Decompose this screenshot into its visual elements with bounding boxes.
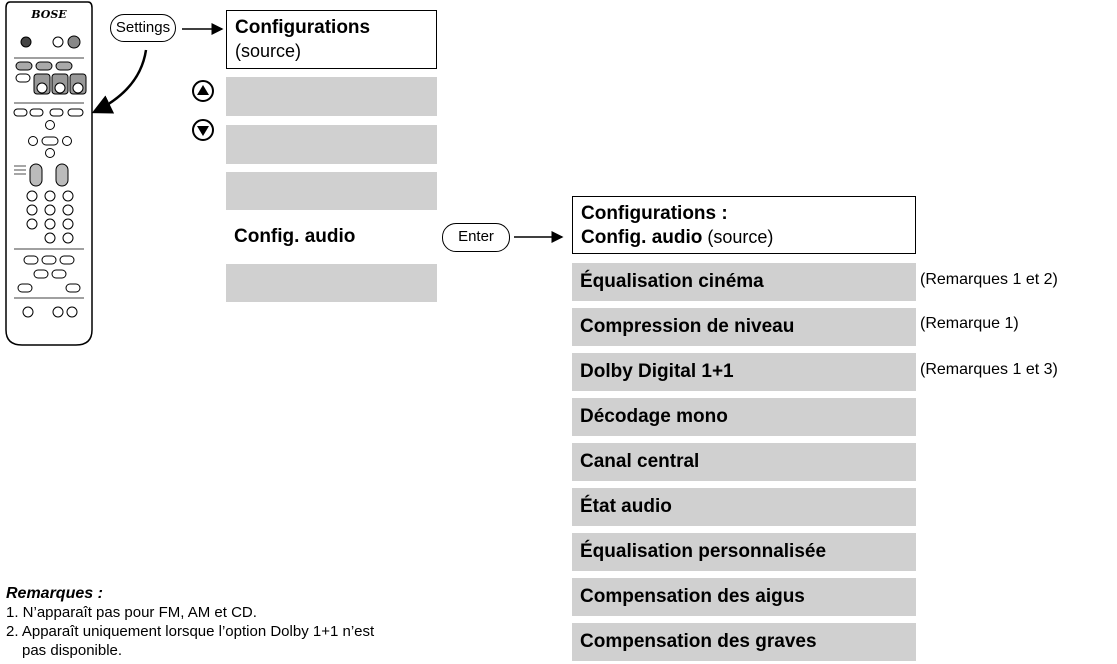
audio-menu-item-label: Équalisation personnalisée xyxy=(580,541,827,562)
audio-menu-item-label: Canal central xyxy=(580,451,700,472)
audio-menu-item[interactable]: État audio xyxy=(572,488,916,526)
config-audio-label: Config. audio xyxy=(234,226,356,247)
audio-menu-item[interactable]: Équalisation personnalisée xyxy=(572,533,916,571)
settings-menu-item[interactable] xyxy=(226,125,437,164)
audio-menu-subtitle-normal: (source) xyxy=(702,227,774,247)
audio-menu-subtitle-bold: Config. audio xyxy=(581,227,703,248)
remark-item: 2. Apparaît uniquement lorsque l’option … xyxy=(6,623,375,640)
audio-menu-item[interactable]: Compensation des graves xyxy=(572,623,916,661)
audio-menu-item[interactable]: Dolby Digital 1+1 xyxy=(572,353,916,391)
audio-menu-item-label: Équalisation cinéma xyxy=(580,271,764,292)
settings-menu-header: Configurations (source) xyxy=(226,10,437,69)
audio-menu-item-label: État audio xyxy=(580,496,672,517)
bose-logo: BOSE xyxy=(30,8,67,21)
remote-control-drawing: BOSE xyxy=(5,1,93,346)
audio-menu-item[interactable]: Compression de niveau xyxy=(572,308,916,346)
remarks-section: Remarques : 1. N’apparaît pas pour FM, A… xyxy=(6,584,374,660)
down-arrow-icon[interactable] xyxy=(192,119,214,141)
settings-menu-subtitle: (source) xyxy=(235,41,302,61)
settings-menu-item-config-audio[interactable]: Config. audio xyxy=(226,218,437,256)
enter-button-label: Enter xyxy=(458,228,494,245)
audio-menu-item-note: (Remarques 1 et 2) xyxy=(920,271,1058,288)
settings-menu-item[interactable] xyxy=(226,77,437,116)
audio-menu-subtitle: Config. audio (source) xyxy=(581,227,773,249)
audio-menu-item[interactable]: Compensation des aigus xyxy=(572,578,916,616)
remark-item: 1. N’apparaît pas pour FM, AM et CD. xyxy=(6,604,257,621)
audio-menu-item[interactable]: Équalisation cinéma xyxy=(572,263,916,301)
audio-menu-header: Configurations : Config. audio (source) xyxy=(572,196,916,254)
audio-menu-item-label: Décodage mono xyxy=(580,406,728,427)
settings-menu-title: Configurations xyxy=(235,17,371,38)
audio-menu-item-note: (Remarque 1) xyxy=(920,315,1019,332)
curved-arrow xyxy=(91,49,148,114)
settings-button-label: Settings xyxy=(115,19,171,36)
up-arrow-icon[interactable] xyxy=(192,80,214,102)
audio-menu-item-label: Compression de niveau xyxy=(580,316,795,337)
settings-button[interactable]: Settings xyxy=(110,14,176,42)
audio-menu-item-label: Compensation des graves xyxy=(580,631,817,652)
settings-menu-item[interactable] xyxy=(226,264,437,302)
audio-menu-item-label: Dolby Digital 1+1 xyxy=(580,361,734,382)
audio-menu-item-note: (Remarques 1 et 3) xyxy=(920,361,1058,378)
audio-menu-item-label: Compensation des aigus xyxy=(580,586,805,607)
settings-menu-item[interactable] xyxy=(226,172,437,210)
audio-menu-item[interactable]: Décodage mono xyxy=(572,398,916,436)
remote-control: BOSE xyxy=(0,0,100,350)
remark-item: pas disponible. xyxy=(22,642,123,659)
audio-menu-item[interactable]: Canal central xyxy=(572,443,916,481)
enter-button[interactable]: Enter xyxy=(442,223,510,252)
audio-menu-title: Configurations : xyxy=(581,203,728,224)
remarks-heading: Remarques : xyxy=(6,585,103,602)
